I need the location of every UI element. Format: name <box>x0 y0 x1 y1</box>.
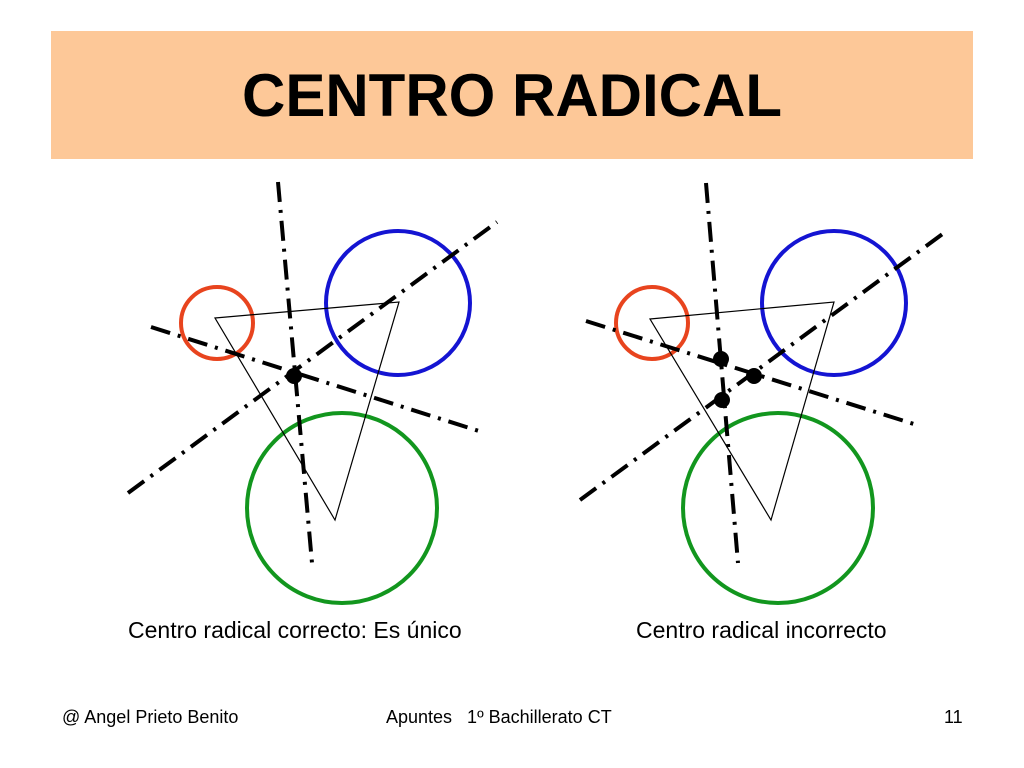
footer-page-number: 11 <box>944 707 963 727</box>
blue-circle <box>324 229 472 377</box>
radical-axis-red-blue <box>276 181 314 564</box>
centers-triangle <box>213 301 400 522</box>
green-circle <box>245 411 439 605</box>
slide-title: CENTRO RADICAL <box>242 61 782 129</box>
caption-correct: Centro radical correcto: Es único <box>128 617 462 643</box>
small-red-circle <box>179 285 255 361</box>
footer-course: Apuntes 1º Bachillerato CT <box>386 707 612 727</box>
radical-axis-blue-green <box>578 228 950 502</box>
radical-axis-red-blue <box>704 182 740 564</box>
footer-author: @ Angel Prieto Benito <box>62 707 239 727</box>
blue-circle <box>760 229 908 377</box>
title-banner: CENTRO RADICAL <box>51 31 973 159</box>
radical-center-point <box>286 368 302 384</box>
caption-incorrect: Centro radical incorrecto <box>636 617 887 643</box>
incorrect-radical-center-figure <box>578 182 950 605</box>
intersection-point-2 <box>746 368 762 384</box>
intersection-point-1 <box>713 351 729 367</box>
small-red-circle <box>614 285 690 361</box>
green-circle <box>681 411 875 605</box>
intersection-point-3 <box>714 392 730 408</box>
correct-radical-center-figure <box>126 181 499 605</box>
centers-triangle <box>648 301 835 522</box>
radical-axis-blue-green <box>126 220 499 495</box>
radical-axis-red-green <box>150 325 483 434</box>
